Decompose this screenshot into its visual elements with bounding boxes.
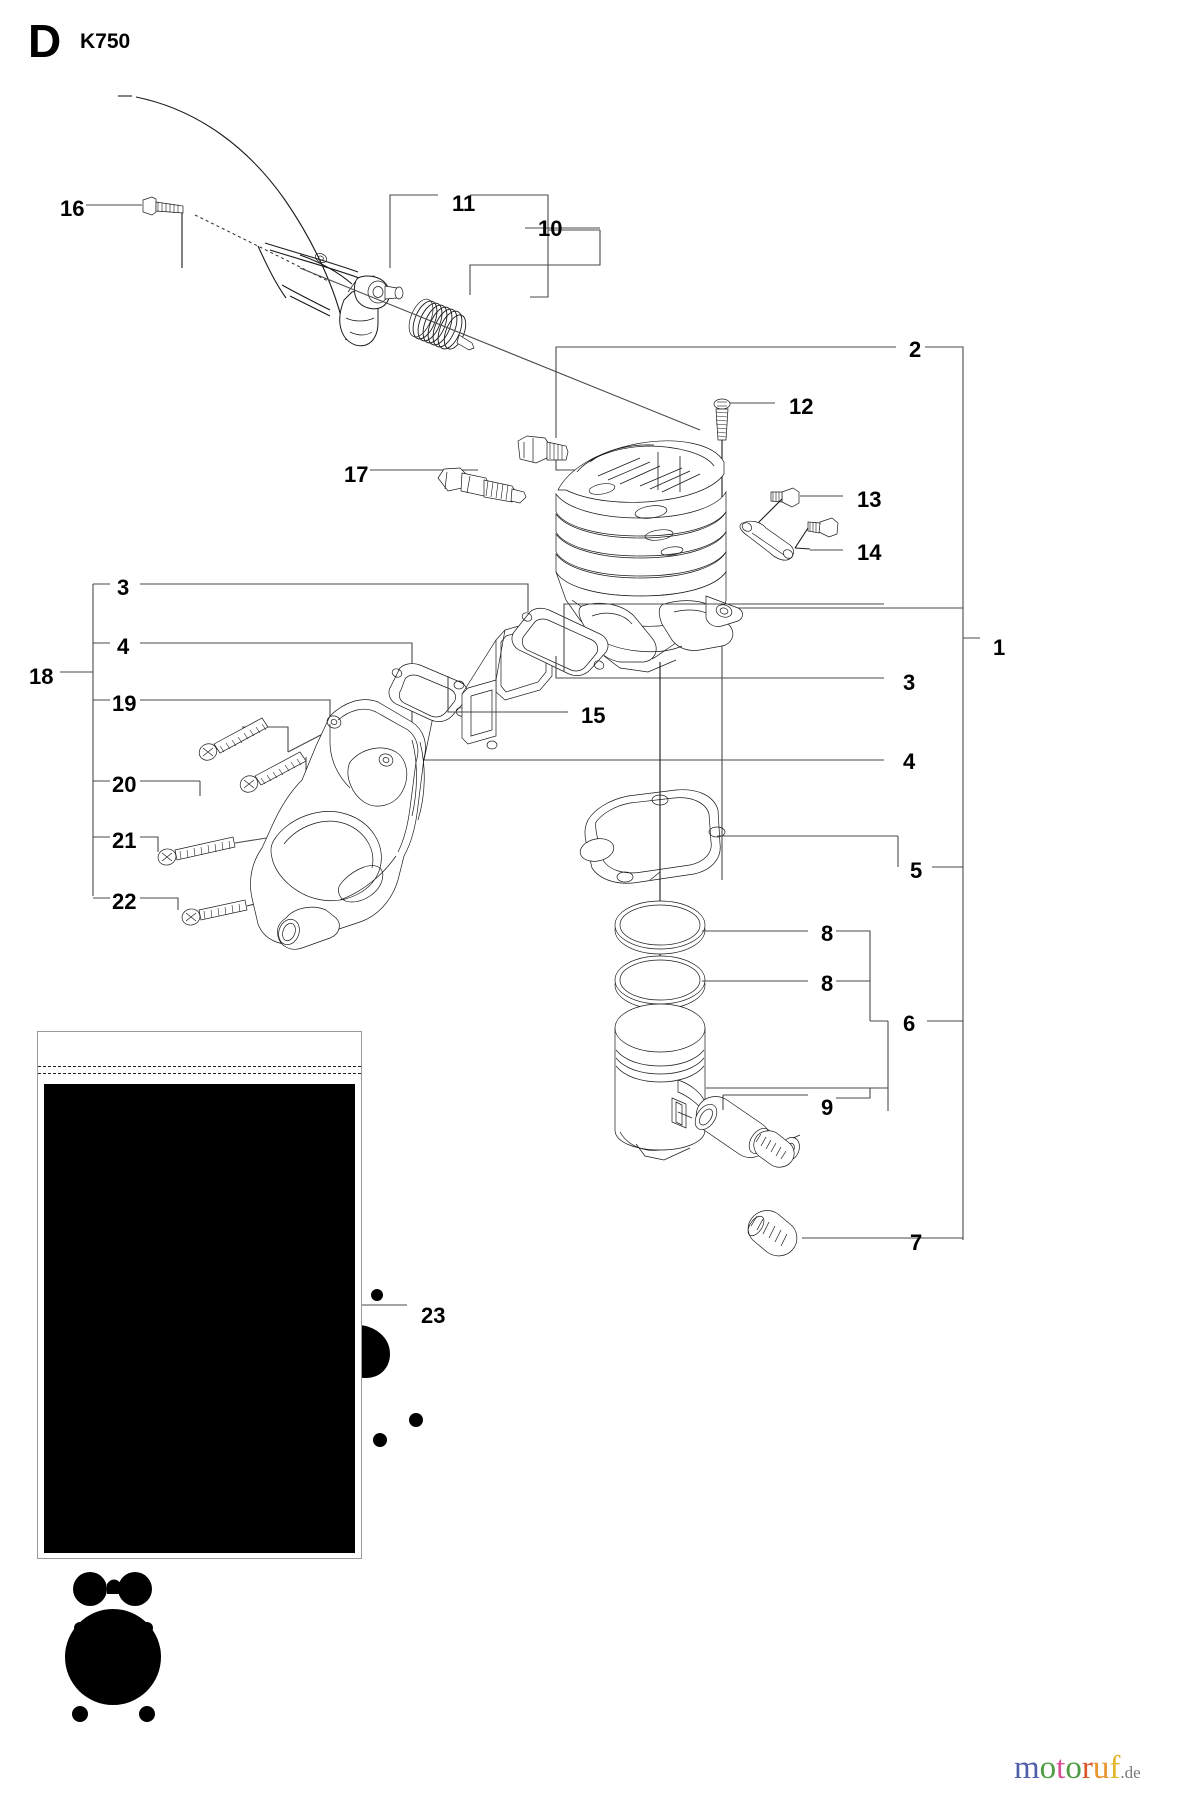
callout-number-9: 9	[821, 1095, 834, 1120]
callout-number-20: 20	[112, 772, 137, 797]
intake-flange-4	[388, 663, 469, 722]
leader-3-left	[140, 583, 529, 612]
nipple-17	[370, 467, 527, 504]
callout-number-3-right: 3	[903, 670, 916, 695]
callout-number-17: 17	[344, 462, 369, 487]
piston-ring-8-lower	[614, 955, 808, 1010]
piston-assembly-6	[614, 1003, 888, 1161]
muffler-body-18	[250, 699, 435, 950]
strap-bracket	[739, 520, 794, 561]
plug-2	[517, 435, 569, 464]
watermark-letter-t-2: t	[1056, 1750, 1066, 1786]
watermark-letter-o-3: o	[1065, 1750, 1082, 1786]
screw-12	[713, 398, 775, 880]
callout-number-1: 1	[993, 635, 1006, 660]
piston-pin-9	[694, 1096, 772, 1158]
callout-number-3-left: 3	[117, 575, 130, 600]
watermark-letter-r-4: r	[1081, 1750, 1093, 1786]
callout-number-5: 5	[910, 858, 923, 883]
screw-14	[794, 517, 843, 551]
gasket-kit-bag-23	[37, 1031, 362, 1559]
callout-number-8-lower: 8	[821, 971, 834, 996]
callout-number-4-right: 4	[903, 749, 916, 774]
leader-3-right	[555, 656, 884, 679]
callout-bracket-6	[887, 637, 980, 1240]
leader-22	[140, 897, 179, 910]
screw-13	[756, 487, 843, 525]
spring-10	[408, 298, 475, 351]
leader-15	[447, 676, 565, 713]
bag-zip-seal	[38, 1066, 361, 1074]
callout-number-7: 7	[910, 1230, 923, 1255]
leader-21	[140, 836, 159, 852]
callout-number-19: 19	[112, 691, 137, 716]
callout-number-4-left: 4	[117, 634, 130, 659]
intake-gasket-3	[511, 607, 609, 676]
motoruf-watermark: motoruf.de	[1014, 1752, 1141, 1785]
screw-20	[199, 741, 391, 796]
leader-4-left	[140, 642, 413, 668]
cylinder-base-gasket-5	[579, 789, 963, 884]
leader-4-crossover	[411, 686, 884, 761]
handle-fragment	[118, 95, 363, 341]
callout-number-10: 10	[538, 216, 563, 241]
leader-2-to-cyl	[563, 603, 884, 672]
callout-number-12: 12	[789, 394, 814, 419]
callout-bracket-18	[60, 583, 110, 899]
callout-bracket-11	[389, 194, 601, 298]
piston-ring-8-upper	[614, 900, 808, 955]
needle-bearing-7	[747, 1210, 963, 1257]
watermark-letter-u-5: u	[1092, 1750, 1110, 1786]
watermark-letter-o-1: o	[1039, 1750, 1057, 1786]
callout-number-14: 14	[857, 540, 882, 565]
screw-22	[181, 883, 331, 926]
bag-contents-area	[44, 1084, 355, 1553]
callout-bracket-8	[836, 930, 888, 1022]
circlip-9	[722, 1088, 871, 1161]
screw-21	[157, 827, 331, 866]
leader-19	[140, 699, 331, 716]
callout-number-6: 6	[903, 1011, 916, 1036]
watermark-letter-f-6: f	[1109, 1750, 1121, 1786]
callout-number-21: 21	[112, 828, 137, 853]
callout-number-8-upper: 8	[821, 921, 834, 946]
needle-bearing-pin-end	[753, 1130, 795, 1168]
section-letter: D	[28, 15, 62, 67]
callout-number-2: 2	[909, 337, 922, 362]
callout-number-22: 22	[112, 889, 137, 914]
callout-number-11: 11	[452, 191, 476, 216]
callout-number-15: 15	[581, 703, 606, 728]
screw-19	[198, 717, 339, 761]
decomp-valve-11	[339, 275, 404, 347]
watermark-letter-m-0: m	[1014, 1750, 1040, 1786]
leader-long-diagonal	[299, 267, 701, 431]
screw-16	[86, 196, 184, 216]
callout-number-13: 13	[857, 487, 882, 512]
model-name: K750	[80, 30, 131, 53]
intake-manifold-15	[453, 619, 553, 750]
callout-bracket-2	[555, 346, 964, 638]
callout-number-23: 23	[421, 1303, 446, 1328]
watermark-suffix: .de	[1120, 1763, 1141, 1782]
cylinder-assembly-1	[541, 440, 743, 673]
callout-number-16: 16	[60, 196, 85, 221]
callout-number-18: 18	[29, 664, 54, 689]
